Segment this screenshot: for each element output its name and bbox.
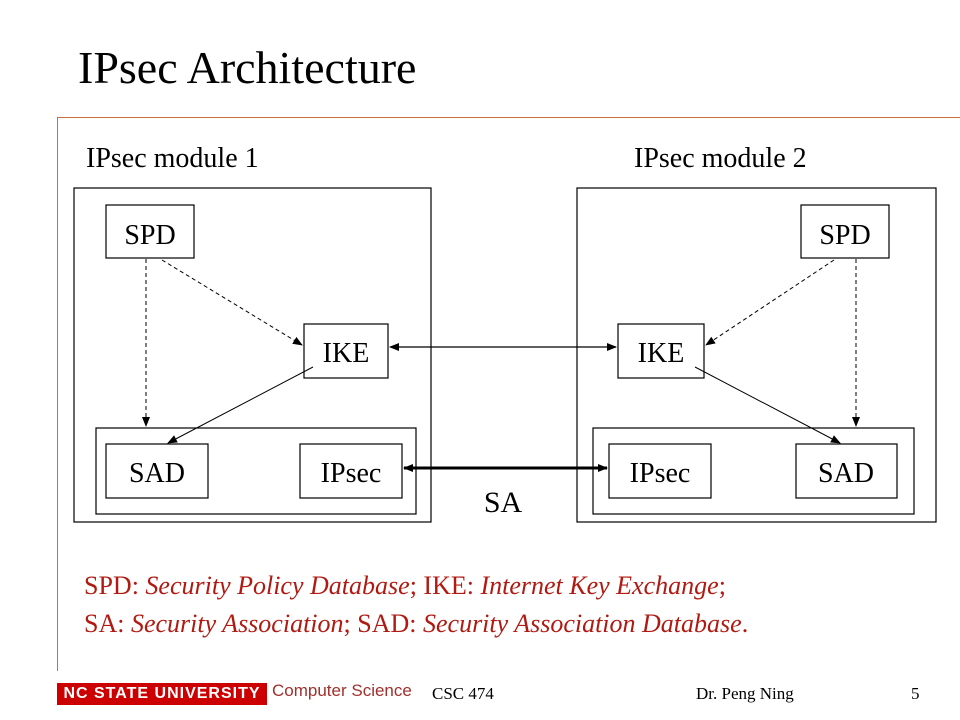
module2-ike-to-sad-arrow: [694, 366, 841, 444]
course-label: CSC 474: [432, 684, 494, 703]
frame-top-rule: [57, 117, 960, 118]
module1-ipsec-label: IPsec: [321, 458, 382, 489]
acronym-legend: SPD: Security Policy Database; IKE: Inte…: [84, 567, 748, 643]
author-label: Dr. Peng Ning: [696, 684, 794, 703]
module2-spd-to-ike-arrow: [705, 259, 835, 346]
legend-text: SA:: [84, 609, 131, 638]
legend-term: Security Association: [130, 609, 344, 638]
module2-label: IPsec module 2: [634, 143, 807, 174]
module2-sad-label: SAD: [818, 458, 874, 489]
module1-spd-box: [105, 204, 195, 259]
legend-text: ; SAD:: [343, 609, 423, 638]
module1-label: IPsec module 1: [86, 143, 259, 174]
department-label: Computer Science: [272, 681, 412, 700]
frame-left-rule: [57, 117, 58, 671]
module1-spd-label: SPD: [124, 220, 175, 251]
legend-line-1: SPD: Security Policy Database; IKE: Inte…: [84, 567, 748, 605]
legend-term: Internet Key Exchange: [480, 571, 719, 600]
module1-box: [73, 187, 432, 523]
module1-sad-label: SAD: [129, 458, 185, 489]
legend-text: SPD:: [84, 571, 146, 600]
module2-spd-box: [800, 204, 890, 259]
legend-text: .: [741, 609, 749, 638]
module1-ike-label: IKE: [323, 338, 370, 369]
module2-spd-label: SPD: [819, 220, 870, 251]
legend-text: ;: [718, 571, 726, 600]
module1-ipsec-box: [299, 443, 403, 499]
module1-ike-box: [303, 323, 389, 379]
module1-sad-box: [105, 443, 209, 499]
module1-ike-to-sad-arrow: [167, 366, 314, 444]
page-number: 5: [911, 684, 920, 703]
sa-label: SA: [484, 486, 523, 519]
slide-title: IPsec Architecture: [78, 42, 417, 93]
ncsu-logo: NC STATE UNIVERSITY: [57, 683, 267, 705]
legend-term: Security Policy Database: [145, 571, 410, 600]
module2-ike-label: IKE: [638, 338, 685, 369]
legend-text: ; IKE:: [409, 571, 481, 600]
module2-box: [576, 187, 937, 523]
module1-spd-to-ike-arrow: [161, 259, 303, 346]
legend-line-2: SA: Security Association; SAD: Security …: [84, 605, 748, 643]
module2-sad-box: [795, 443, 898, 499]
module2-ipsec-box: [608, 443, 712, 499]
module2-ipsec-label: IPsec: [630, 458, 691, 489]
legend-term: Security Association Database: [422, 609, 742, 638]
module2-ike-box: [617, 323, 705, 379]
